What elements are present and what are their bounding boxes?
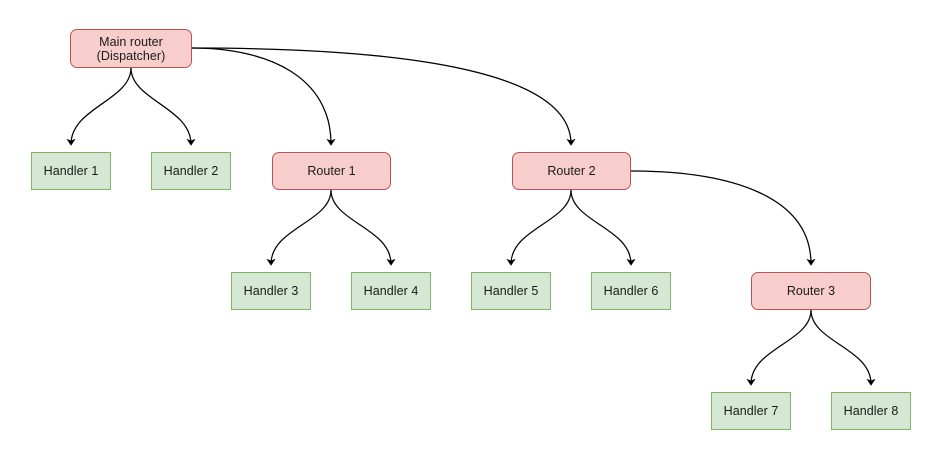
- node-handler-1-label: Handler 1: [43, 164, 99, 178]
- node-handler-3-label: Handler 3: [243, 284, 299, 298]
- node-main-router-label: Main router (Dispatcher): [96, 34, 166, 63]
- node-handler-2[interactable]: Handler 2: [151, 152, 231, 190]
- node-handler-8[interactable]: Handler 8: [831, 392, 911, 430]
- node-handler-8-label: Handler 8: [843, 404, 899, 418]
- node-router-1-label: Router 1: [307, 164, 356, 178]
- edge-router-2-to-handler-6: [570, 189, 636, 266]
- node-handler-5[interactable]: Handler 5: [471, 272, 551, 310]
- edge-router-3-to-handler-7: [746, 309, 812, 386]
- node-handler-4-label: Handler 4: [363, 284, 419, 298]
- edge-main-router-to-handler-1: [66, 67, 132, 146]
- node-handler-2-label: Handler 2: [163, 164, 219, 178]
- edge-main-router-to-handler-2: [130, 67, 196, 146]
- node-router-3-label: Router 3: [786, 284, 836, 298]
- edge-group: [66, 47, 876, 386]
- node-handler-3[interactable]: Handler 3: [231, 272, 311, 310]
- node-router-1[interactable]: Router 1: [272, 152, 391, 190]
- node-router-2-label: Router 2: [547, 164, 596, 178]
- edge-router-1-to-handler-3: [266, 189, 332, 266]
- node-router-3[interactable]: Router 3: [751, 272, 871, 310]
- node-router-2[interactable]: Router 2: [512, 152, 631, 190]
- node-handler-4[interactable]: Handler 4: [351, 272, 431, 310]
- node-handler-6-label: Handler 6: [603, 284, 659, 298]
- edge-router-3-to-handler-8: [810, 309, 876, 386]
- node-handler-6[interactable]: Handler 6: [591, 272, 671, 310]
- node-handler-1[interactable]: Handler 1: [31, 152, 111, 190]
- node-handler-7-label: Handler 7: [723, 404, 779, 418]
- node-handler-7[interactable]: Handler 7: [711, 392, 791, 430]
- edge-main-router-to-router-2: [191, 47, 576, 146]
- edge-router-2-to-handler-5: [506, 189, 572, 266]
- node-handler-5-label: Handler 5: [483, 284, 539, 298]
- edge-main-router-to-router-1: [191, 47, 336, 146]
- edge-router-1-to-handler-4: [330, 189, 396, 266]
- node-main-router[interactable]: Main router (Dispatcher): [70, 29, 192, 68]
- edge-router-2-to-router-3: [630, 170, 816, 266]
